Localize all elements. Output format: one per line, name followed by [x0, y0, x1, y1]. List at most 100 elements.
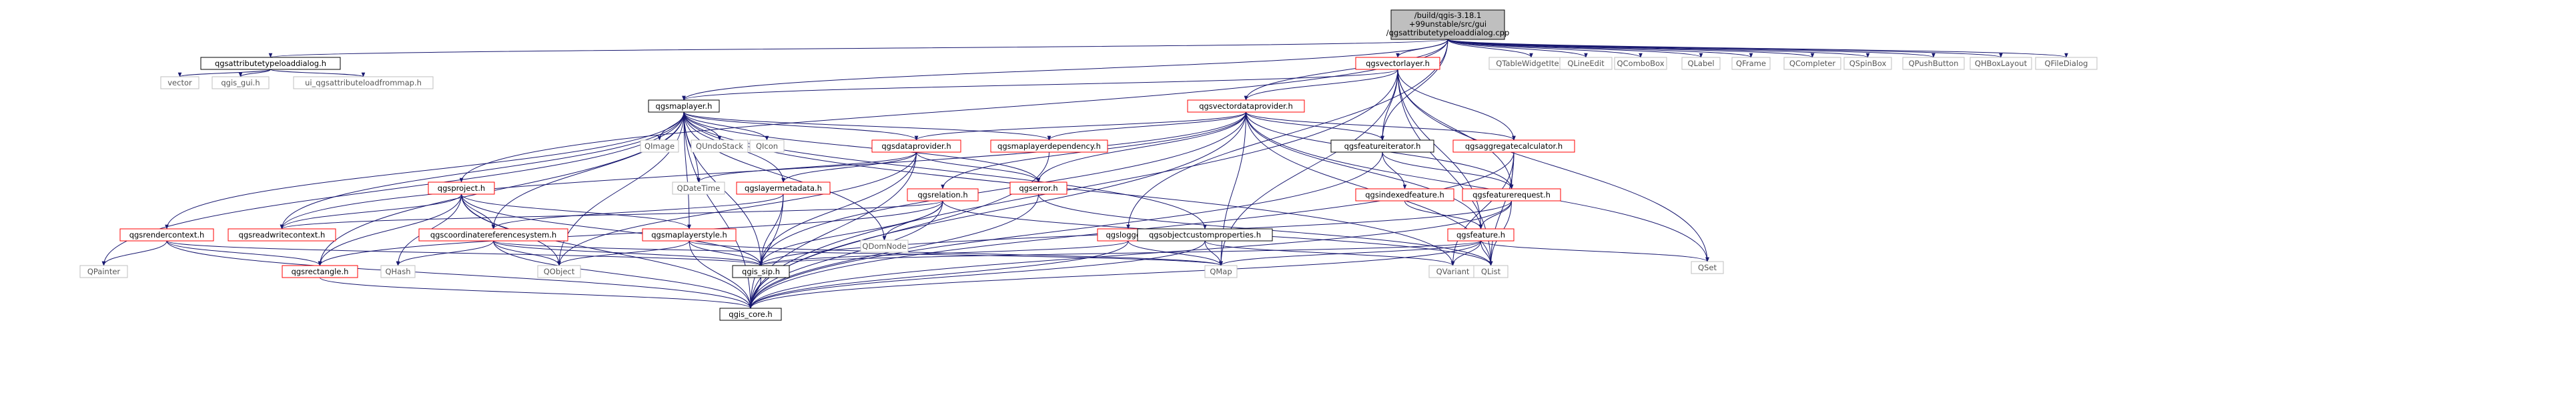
node-box — [282, 265, 358, 278]
edge — [166, 240, 322, 266]
node-label: QLineEdit — [1567, 59, 1605, 68]
edge — [749, 151, 1049, 309]
node-label: qgsattributetypeloaddialog.h — [215, 59, 326, 68]
node-qgsrectangle-h[interactable]: qgsrectangle.h — [282, 265, 358, 278]
edge — [759, 111, 1246, 266]
node-box — [1355, 57, 1440, 70]
node-qgsdataprovider-h[interactable]: qgsdataprovider.h — [871, 139, 961, 153]
node-box — [1137, 228, 1273, 242]
node-label: qgslayermetadata.h — [745, 183, 822, 193]
node-label: QDateTime — [677, 183, 721, 193]
node-qgsvectorlayer-h[interactable]: qgsvectorlayer.h — [1355, 57, 1440, 70]
node-box — [1204, 265, 1238, 278]
edge — [914, 111, 1246, 141]
edge — [1488, 151, 1515, 266]
node-qgsattributetypeloaddialog-h[interactable]: qgsattributetypeloaddialog.h — [200, 57, 341, 70]
node-qlist: QList — [1473, 265, 1509, 278]
node-qgsfeaturerequest-h[interactable]: qgsfeaturerequest.h — [1462, 188, 1561, 202]
node-qgsaggregatecalculator-h[interactable]: qgsaggregatecalculator.h — [1452, 139, 1575, 153]
edge — [1204, 240, 1455, 266]
edge — [1244, 39, 1448, 101]
node-label: QPushButton — [1909, 59, 1959, 68]
edge — [689, 240, 1223, 266]
node-box — [1691, 261, 1724, 274]
node-qgsreadwritecontext-h[interactable]: qgsreadwritecontext.h — [228, 228, 336, 242]
edge — [683, 111, 1041, 183]
node-qhash: QHash — [380, 265, 416, 278]
node-label: QHBoxLayout — [1975, 59, 2028, 68]
node-qgsrendercontext-h[interactable]: qgsrendercontext.h — [119, 228, 214, 242]
node-box — [1559, 57, 1613, 70]
edge — [1126, 39, 1448, 230]
node-label: QFileDialog — [2045, 59, 2088, 68]
node-qgis-core-h[interactable]: qgis_core.h — [719, 308, 782, 321]
edge — [1450, 240, 1481, 266]
edge — [1447, 39, 1588, 58]
node-qcompleter: QCompleter — [1783, 57, 1841, 70]
edge — [759, 200, 943, 266]
root-node-line-1: /build/qgis-3.18.1 — [1414, 11, 1482, 20]
node-box — [1731, 57, 1771, 70]
node-qgsmaplayer-h[interactable]: qgsmaplayer.h — [648, 99, 720, 113]
node-label: qgsvectorlayer.h — [1366, 59, 1430, 68]
edge — [396, 240, 494, 266]
node-label: QImage — [645, 141, 675, 151]
edge — [1246, 111, 1516, 141]
edge — [280, 200, 943, 230]
node-label: qgsmaplayerstyle.h — [651, 230, 727, 240]
node-label: QUndoStack — [696, 141, 743, 151]
node-qicon: QIcon — [749, 139, 785, 153]
node-label: QLabel — [1687, 59, 1714, 68]
node-qgsvectordataprovider-h[interactable]: qgsvectordataprovider.h — [1187, 99, 1305, 113]
edge — [1047, 111, 1246, 141]
node-box — [691, 139, 749, 153]
edge — [697, 151, 917, 183]
node-qgserror-h[interactable]: qgserror.h — [1009, 181, 1067, 195]
node-box — [160, 76, 199, 89]
root-node-line-3: /qgsattributetypeloaddialog.cpp — [1386, 28, 1510, 37]
node-box — [1902, 57, 1965, 70]
node-qgsmaplayerdependency-h[interactable]: qgsmaplayerdependency.h — [990, 139, 1108, 153]
node-qgsproject-h[interactable]: qgsproject.h — [428, 181, 495, 195]
edge — [759, 151, 917, 266]
edge — [683, 111, 769, 141]
edge — [689, 240, 763, 266]
node-qvariant: QVariant — [1428, 265, 1477, 278]
edge — [166, 240, 763, 266]
node-qgsfeature-h[interactable]: qgsfeature.h — [1447, 228, 1515, 242]
edge — [269, 39, 1448, 58]
edge — [493, 240, 561, 266]
node-box — [640, 139, 679, 153]
node-box — [1452, 139, 1575, 153]
node-qgsobjectcustomproperties-h[interactable]: qgsobjectcustomproperties.h — [1137, 228, 1273, 242]
edge — [491, 111, 685, 230]
node-qdatetime: QDateTime — [672, 181, 725, 195]
node-box — [736, 181, 831, 195]
edge — [1246, 111, 1709, 262]
edge — [280, 111, 685, 230]
node-label: QDomNode — [862, 242, 906, 251]
edge — [657, 111, 685, 141]
node-box — [672, 181, 725, 195]
node-label: QPainter — [87, 267, 121, 276]
node-box — [1447, 228, 1515, 242]
node-qgscoordinatereferencesystem-h[interactable]: qgscoordinatereferencesystem.h — [418, 228, 568, 242]
node-qgsrelation-h[interactable]: qgsrelation.h — [907, 188, 979, 202]
edge — [1219, 240, 1481, 266]
node-box — [537, 265, 581, 278]
node-label: qgsrectangle.h — [292, 267, 349, 276]
node-qgsindexedfeature-h[interactable]: qgsindexedfeature.h — [1355, 188, 1454, 202]
root-node-line-2: +99unstable/src/gui — [1409, 19, 1486, 29]
edge — [749, 240, 1481, 309]
node-qgsmaplayerstyle-h[interactable]: qgsmaplayerstyle.h — [642, 228, 737, 242]
edge — [683, 111, 1051, 141]
node-qgslayermetadata-h[interactable]: qgslayermetadata.h — [736, 181, 831, 195]
node-label: QComboBox — [1617, 59, 1664, 68]
node-box — [732, 265, 790, 278]
node-qgis-sip-h[interactable]: qgis_sip.h — [732, 265, 790, 278]
node-box — [2035, 57, 2098, 70]
node-label: qgsrelation.h — [917, 190, 967, 200]
node-qgsfeatureiterator-h[interactable]: qgsfeatureiterator.h — [1330, 139, 1434, 153]
node-label: QTableWidgetItem — [1496, 59, 1566, 68]
